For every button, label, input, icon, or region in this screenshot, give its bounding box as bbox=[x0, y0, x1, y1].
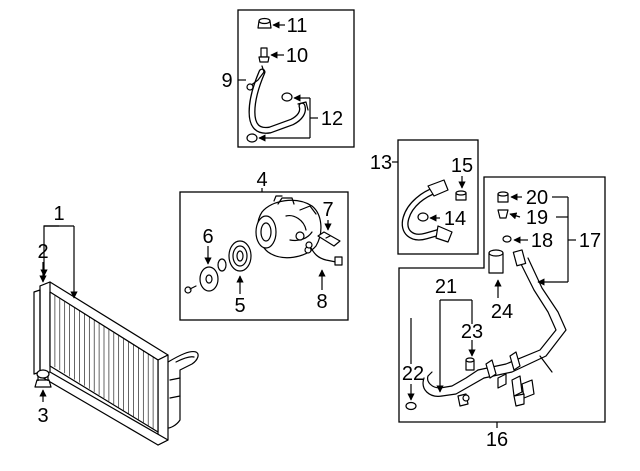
callout-2: 2 bbox=[37, 241, 48, 263]
expansion-valve bbox=[488, 249, 504, 274]
liquid-line-tubes bbox=[422, 249, 567, 407]
callout-19: 19 bbox=[526, 207, 548, 229]
callout-6: 6 bbox=[202, 226, 213, 248]
box-liquid-line bbox=[398, 176, 606, 423]
box-compressor bbox=[179, 191, 349, 321]
callout-4: 4 bbox=[256, 169, 267, 191]
suction-cap bbox=[455, 190, 467, 201]
callout-16: 16 bbox=[486, 429, 508, 451]
callout-17: 17 bbox=[579, 230, 601, 252]
callout-24: 24 bbox=[491, 301, 513, 323]
box-discharge-hose bbox=[237, 9, 355, 148]
wire-harness bbox=[305, 241, 343, 266]
callout-9: 9 bbox=[221, 70, 232, 92]
leader-lines bbox=[39, 21, 576, 428]
callout-13: 13 bbox=[370, 152, 392, 174]
discharge-hose bbox=[246, 65, 309, 134]
condenser bbox=[33, 281, 199, 446]
callout-22: 22 bbox=[402, 363, 424, 385]
box-suction-hose bbox=[397, 139, 479, 255]
liquid-line-caps bbox=[497, 191, 512, 243]
drain-plug bbox=[34, 369, 52, 388]
callout-18: 18 bbox=[531, 230, 553, 252]
callout-23: 23 bbox=[461, 321, 483, 343]
callout-14: 14 bbox=[444, 208, 466, 230]
callout-3: 3 bbox=[37, 405, 48, 427]
pipe-seals bbox=[405, 357, 475, 411]
callout-1: 1 bbox=[53, 203, 64, 225]
callout-10: 10 bbox=[286, 45, 308, 67]
callout-15: 15 bbox=[451, 155, 473, 177]
callout-20: 20 bbox=[526, 187, 548, 209]
clutch-coil bbox=[228, 240, 252, 272]
callout-5: 5 bbox=[234, 295, 245, 317]
callout-12: 12 bbox=[321, 108, 343, 130]
callout-11: 11 bbox=[287, 15, 308, 37]
compressor-bolt bbox=[184, 285, 197, 294]
callout-8: 8 bbox=[316, 291, 327, 313]
snap-ring bbox=[217, 258, 227, 272]
service-valve bbox=[258, 47, 270, 63]
discharge-cap bbox=[257, 17, 272, 29]
suction-hose bbox=[401, 179, 453, 243]
clutch-hub bbox=[199, 266, 219, 292]
o-rings bbox=[246, 92, 293, 143]
callout-7: 7 bbox=[322, 199, 333, 221]
pressure-switch bbox=[317, 231, 341, 247]
callout-21: 21 bbox=[435, 276, 457, 298]
